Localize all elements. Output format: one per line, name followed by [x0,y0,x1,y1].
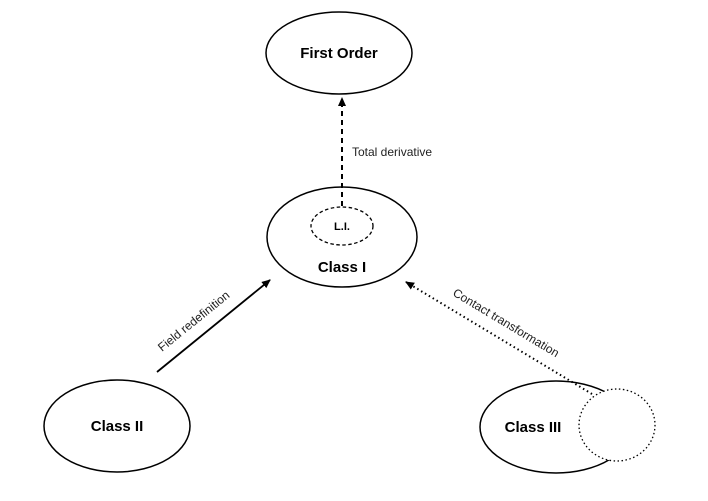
node-first-order-label: First Order [300,45,378,62]
edge-contact-transformation-line [405,281,593,395]
edge-total-derivative[interactable]: Total derivative [338,97,432,206]
edge-contact-transformation[interactable]: Contact transformation [405,281,593,395]
node-class-2-shape [43,379,191,473]
node-class-3[interactable]: Class III [479,380,656,474]
node-class-2[interactable]: Class II [43,379,191,473]
node-class-2-label: Class II [91,418,144,435]
edge-contact-transformation-label: Contact transformation [450,286,561,361]
node-class-3-label: Class III [505,419,562,436]
node-first-order[interactable]: First Order [265,11,413,95]
node-class-1[interactable]: L.I. Class I [266,186,418,288]
node-first-order-shape [265,11,413,95]
node-class-1-label: Class I [318,259,366,276]
node-class-3-inner-shape [578,388,656,462]
edge-field-redefinition-line [156,279,271,373]
edge-total-derivative-label: Total derivative [352,145,432,159]
edge-field-redefinition[interactable]: Field redefinition [155,279,271,373]
node-li-shape [310,206,374,246]
node-li-label: L.I. [334,221,350,233]
